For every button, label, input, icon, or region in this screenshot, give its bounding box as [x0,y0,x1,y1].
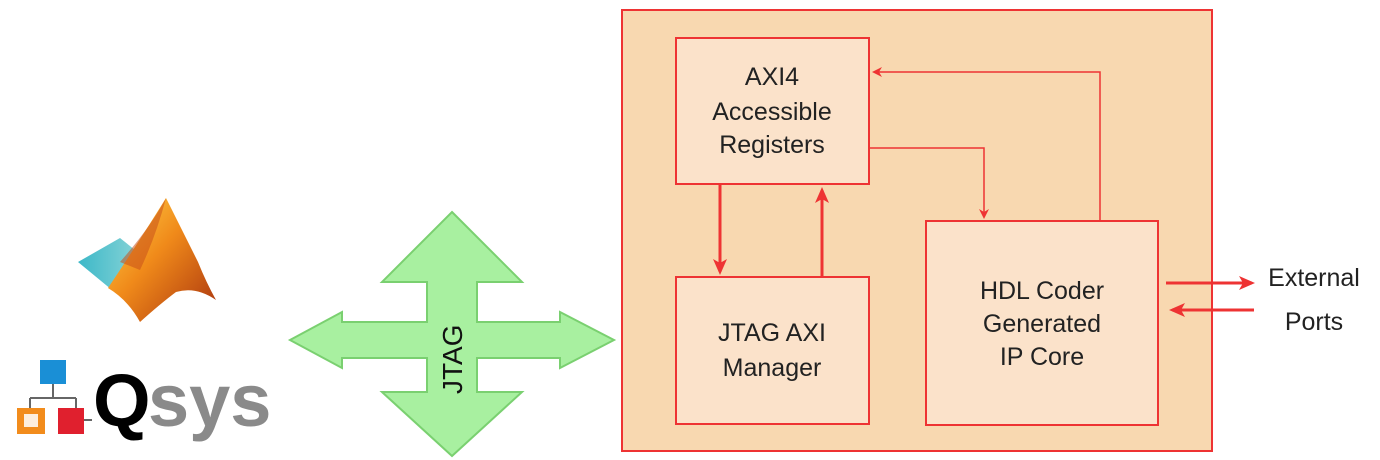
matlab-logo [78,198,216,322]
jtag-axi-manager-line-2: Manager [723,354,822,382]
qsys-logo: Q sys [17,359,271,442]
qsys-icon-connector [29,384,92,421]
axi-registers-line-1: AXI4 [745,63,799,91]
arrow-registers-to-ipcore [869,147,989,219]
qsys-icon-right-block [58,408,84,434]
connection-arrows [713,67,1255,317]
hdl-ip-core-box [925,220,1159,426]
jtag-axi-manager-line-1: JTAG AXI [718,319,826,347]
axi-registers-box [675,37,870,185]
qsys-text-sys: sys [148,359,271,442]
matlab-logo-peak [108,198,216,322]
matlab-logo-fold [120,198,166,270]
matlab-logo-left-surface [78,238,145,290]
jtag-axi-manager-box [675,276,870,425]
jtag-label: JTAG [437,325,468,394]
external-ports-label: External Ports [1268,264,1360,336]
external-ports-line-2: Ports [1285,308,1343,336]
qsys-icon-top-block [40,360,66,384]
qsys-icon-left-block-window [24,414,38,427]
external-ports-line-1: External [1268,264,1360,292]
jtag-four-way-arrow [287,210,617,458]
arrow-ipcore-to-registers [872,67,1101,221]
axi-registers-line-2: Accessible [712,98,832,126]
hdl-ip-core-block: HDL Coder Generated IP Core [925,220,1159,426]
qsys-text-q: Q [93,359,151,442]
axi-registers-block: AXI4 Accessible Registers [675,37,870,185]
jtag-arrow-group: JTAG [287,210,617,458]
hdl-ip-core-line-1: HDL Coder [980,277,1104,305]
jtag-axi-manager-block: JTAG AXI Manager [675,276,870,425]
axi-registers-line-3: Registers [719,131,825,159]
hdl-ip-core-line-3: IP Core [1000,343,1084,371]
hdl-ip-core-line-2: Generated [983,310,1101,338]
